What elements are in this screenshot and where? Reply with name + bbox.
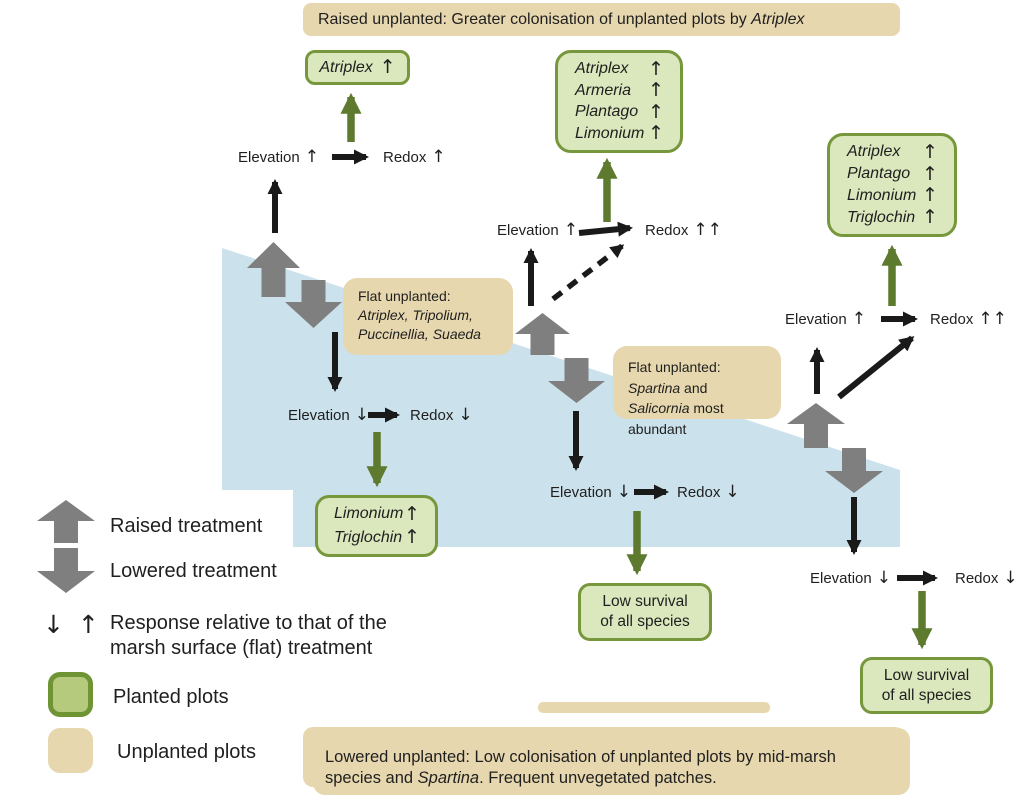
legend-lowered-label: Lowered treatment [110,560,277,582]
low-survival-line1: Low survival [883,666,970,684]
legend-lowered-arrow-icon [37,548,95,593]
flat-left-line2: Atriplex, Tripolium, [358,307,473,323]
bottom-banner-line2: species and Spartina. Frequent unvegetat… [325,769,717,787]
flat-unplanted-left: Flat unplanted: Atriplex, Tripolium, Puc… [343,278,513,355]
legend-raised-arrow-icon [37,500,95,543]
label-left-redox-down: Redox↓ [410,405,473,425]
low-survival-line2: of all species [600,613,690,630]
label-right-elevation-up: Elevation↑ [785,309,866,329]
outcome-box-right-upper: Atriplex↑ Plantago↑ Limonium↑ Triglochin… [827,133,957,237]
top-banner: Raised unplanted: Greater colonisation o… [303,3,900,36]
label-mid-elevation-up: Elevation↑ [497,220,578,240]
flat-mid-line3: Salicornia most [628,400,724,416]
label-right-redox-down: Redox↓ [955,568,1018,588]
legend-unplanted-swatch [48,728,93,773]
legend-raised-label: Raised treatment [110,515,263,537]
raised-treatment-arrow-left [247,242,300,297]
outcome-box-mid-upper: Atriplex↑ Armeria↑ Plantago↑ Limonium↑ [555,50,683,153]
label-right-redox-up: Redox↑↑ [930,309,1007,329]
flat-unplanted-mid: Flat unplanted: Spartina and Salicornia … [613,346,781,437]
flat-mid-line2: Spartina and [628,379,708,396]
flat-mid-title: Flat unplanted: [628,359,721,375]
raised-treatment-arrow-mid [515,313,570,355]
bottom-banner-strip [538,702,770,713]
legend-response-line2: marsh surface (flat) treatment [110,637,373,659]
outcome-box-right-lower: Low survival of all species [860,657,993,714]
lowered-treatment-arrow-left [285,280,342,328]
label-mid-redox-up: Redox↑↑ [645,220,722,240]
raised-treatment-arrow-right [787,403,845,448]
legend-planted-swatch [48,672,93,717]
legend-unplanted-label: Unplanted plots [117,741,256,763]
flat-mid-line4: abundant [628,420,687,437]
legend-response-arrows: ↓ ↑ [43,610,102,639]
outcome-box-left-lower: Limonium↑ Triglochin↑ [315,495,438,557]
arrow-mid-dashed-diagonal [551,243,625,302]
low-survival-line2: of all species [881,686,972,704]
flat-left-line3: Puccinellia, Suaeda [358,326,481,342]
lowered-treatment-arrow-right [825,448,883,493]
label-left-elevation-down: Elevation↓ [288,405,369,425]
outcome-box-mid-lower: Low survival of all species [578,583,712,641]
flat-left-title: Flat unplanted: [358,288,451,304]
label-left-elevation-up: Elevation↑ [238,147,319,167]
legend-planted-label: Planted plots [113,686,229,708]
legend-response-line1: Response relative to that of the [110,612,387,634]
top-banner-text: Raised unplanted: Greater colonisation o… [318,10,805,28]
outcome-box-atriplex: Atriplex↑ [305,50,410,85]
label-left-redox-up: Redox↑ [383,147,446,167]
bottom-banner: Lowered unplanted: Low colonisation of u… [303,727,905,787]
arrow-right-diagonal [837,335,915,400]
label-mid-redox-down: Redox↓ [677,482,740,502]
lowered-treatment-arrow-mid [548,358,605,403]
bottom-banner-line1: Lowered unplanted: Low colonisation of u… [325,748,836,766]
low-survival-line1: Low survival [602,593,688,610]
label-mid-elevation-down: Elevation↓ [550,482,631,502]
arrow-mid-elev-redox-up [578,221,633,237]
label-right-elevation-down: Elevation↓ [810,568,891,588]
